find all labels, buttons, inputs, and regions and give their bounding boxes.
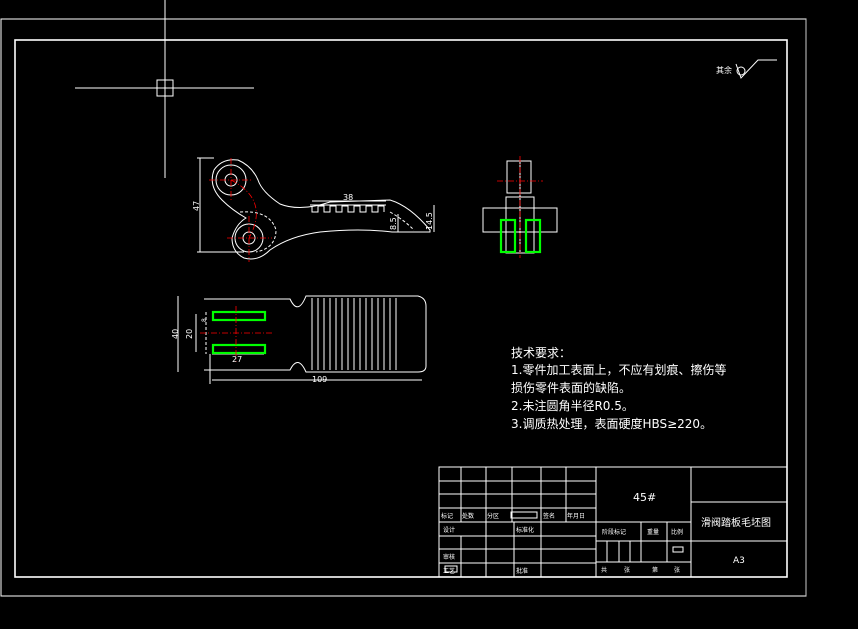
top-view-accent xyxy=(211,310,267,355)
tb-material: 45# xyxy=(633,491,656,504)
tb-label-zone: 分区 xyxy=(487,512,499,520)
title-block-labels: 标记 处数 分区 签名 年月日 设计 标准化 审核 工艺 批准 阶段标记 重量 … xyxy=(441,491,771,575)
technical-requirements: 技术要求： 1.零件加工表面上，不应有划痕、擦伤等 损伤零件表面的缺陷。 2.未… xyxy=(511,346,726,431)
tb-label-date: 年月日 xyxy=(567,512,585,520)
tb-label-review: 审核 xyxy=(443,553,455,561)
requirement-line-1: 1.零件加工表面上，不应有划痕、擦伤等 xyxy=(511,362,726,377)
dim-inner-height: 8.5 xyxy=(389,217,398,230)
front-view xyxy=(197,157,435,260)
side-view xyxy=(482,160,558,254)
tb-sheet-size: A3 xyxy=(733,556,745,566)
dim-top-width: 38 xyxy=(343,193,353,202)
tb-label-scale: 比例 xyxy=(671,528,683,536)
dim-left-height: 47 xyxy=(192,201,201,211)
crosshair-cursor[interactable] xyxy=(75,0,254,178)
dim-bottom-slot: 27 xyxy=(232,355,242,364)
tb-label-design: 设计 xyxy=(443,526,455,534)
tb-label-weight: 重量 xyxy=(647,528,659,536)
dim-bottom-overall: 109 xyxy=(312,375,327,384)
sheet-border xyxy=(0,18,807,597)
requirement-line-4: 3.调质热处理，表面硬度HBS≥220。 xyxy=(511,416,712,431)
top-view-centerline xyxy=(200,306,272,362)
title-block xyxy=(438,466,788,578)
top-view xyxy=(177,295,427,384)
tb-label-sign: 签名 xyxy=(543,512,555,520)
side-view-centerline xyxy=(497,156,543,258)
tb-label-approve: 批准 xyxy=(516,567,528,575)
tb-label-process: 工艺 xyxy=(443,567,455,575)
requirement-line-2: 损伤零件表面的缺陷。 xyxy=(511,380,631,395)
roughness-note: 其余 xyxy=(716,65,732,75)
tb-label-sheet: 张 xyxy=(624,566,630,574)
tb-label-total: 共 xyxy=(601,566,607,574)
requirement-line-3: 2.未注圆角半径R0.5。 xyxy=(511,398,634,413)
requirements-heading: 技术要求： xyxy=(511,346,571,360)
side-view-accent xyxy=(499,218,542,254)
tb-label-stage-mark: 阶段标记 xyxy=(602,528,626,536)
dim-bottom-height-outer: 40 xyxy=(171,329,180,339)
tb-label-standardize: 标准化 xyxy=(516,526,534,534)
tb-drawing-name: 滑阀踏板毛坯图 xyxy=(701,516,771,529)
dim-bottom-height-inner: 20 xyxy=(185,329,194,339)
front-view-centerlines xyxy=(209,158,272,262)
dim-bottom-small: 8 xyxy=(201,318,208,322)
tb-label-mark: 标记 xyxy=(441,512,453,520)
tb-label-count: 处数 xyxy=(462,512,474,520)
roughness-symbol: 其余 xyxy=(716,59,777,79)
tb-label-number: 第 xyxy=(652,566,658,574)
tb-label-sheet2: 张 xyxy=(674,566,680,574)
dim-right-height: 14.5 xyxy=(425,212,434,230)
